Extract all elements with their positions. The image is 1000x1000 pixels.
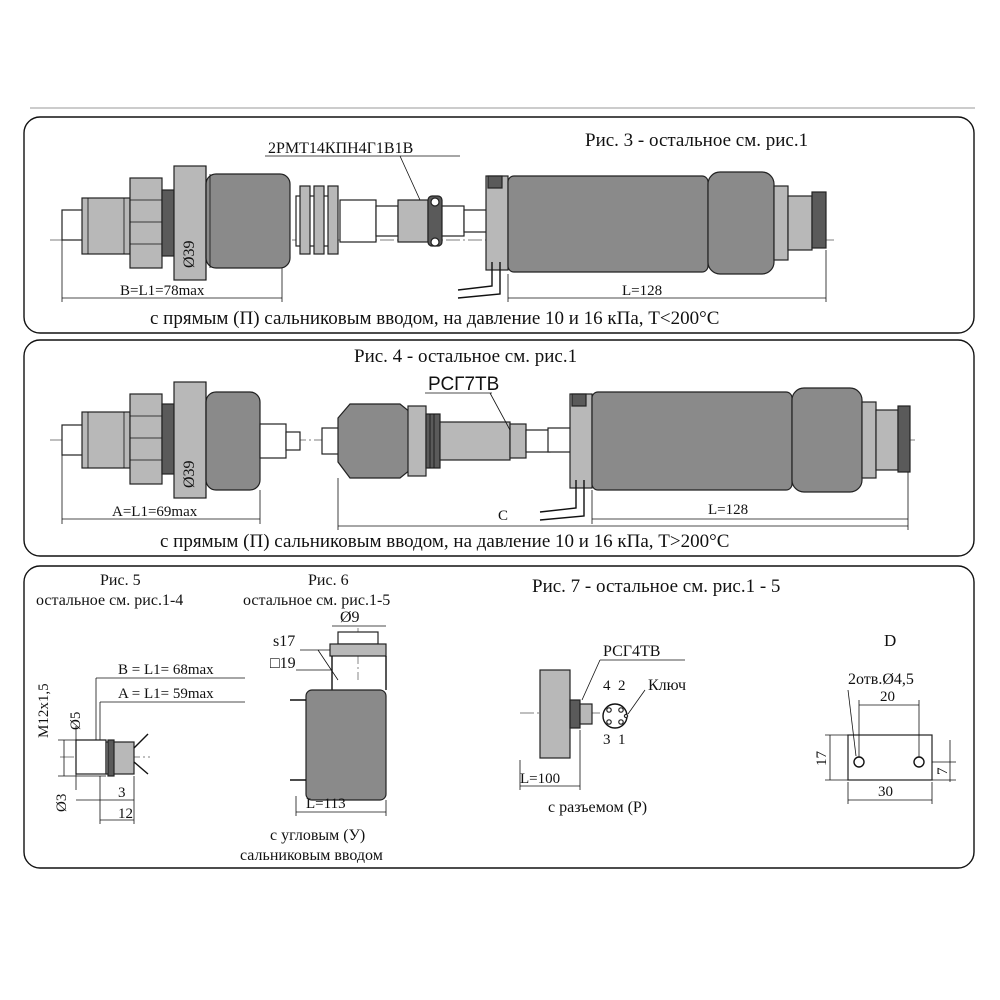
fig5-dim-a: A = L1= 59max — [118, 686, 214, 702]
fig5-dim12: 12 — [118, 806, 133, 822]
fig4-dia-label: Ø39 — [181, 460, 198, 488]
fig5-d5: Ø5 — [68, 712, 84, 730]
detail-d-drawing: D 2отв.Ø4,5 20 17 7 30 — [814, 631, 956, 804]
panel-frame — [23, 565, 975, 869]
fig5-drawing: Рис. 5 остальное см. рис.1-4 M12x1,5 Ø5 … — [36, 572, 245, 824]
fig3-dia-label: Ø39 — [181, 240, 198, 268]
panel-frame — [23, 339, 975, 557]
fig4-dim-a: A=L1=69max — [112, 504, 198, 520]
fig4-caption: с прямым (П) сальниковым вводом, на давл… — [160, 531, 729, 552]
fig5-dim-b: B = L1= 68max — [118, 662, 214, 678]
detail-d-dim7: 7 — [935, 767, 951, 775]
fig7-drawing: Рис. 7 - остальное см. рис.1 - 5 РСГ4ТВ … — [519, 576, 780, 816]
fig3-dim-l: L=128 — [622, 283, 662, 299]
fig6-title2: остальное см. рис.1-5 — [243, 592, 390, 609]
panel-fig5-7: Рис. 5 остальное см. рис.1-4 M12x1,5 Ø5 … — [23, 565, 975, 869]
fig6-dim-l: L=113 — [306, 796, 346, 812]
fig3-dim-b: B=L1=78max — [120, 283, 205, 299]
fig6-d9: Ø9 — [340, 609, 360, 626]
panel-fig4: Рис. 4 - остальное см. рис.1 РСГ7ТВ Ø39 … — [23, 339, 975, 557]
fig7-dim-l: L=100 — [520, 771, 560, 787]
fig6-sq19: □19 — [270, 655, 296, 672]
detail-d-title: D — [884, 631, 896, 650]
fig5-d3: Ø3 — [54, 794, 70, 812]
fig6-drawing: Рис. 6 остальное см. рис.1-5 Ø9 s17 □19 … — [240, 572, 390, 864]
fig4-dim-c: C — [498, 508, 508, 524]
fig5-title1: Рис. 5 — [100, 572, 141, 589]
fig5-dim3: 3 — [118, 785, 126, 801]
fig6-title1: Рис. 6 — [308, 572, 349, 589]
fig3-caption: с прямым (П) сальниковым вводом, на давл… — [150, 308, 719, 329]
panel-frame — [23, 116, 975, 334]
fig5-title2: остальное см. рис.1-4 — [36, 592, 183, 609]
detail-d-dim20: 20 — [880, 689, 895, 705]
fig7-key-label: Ключ — [648, 677, 686, 694]
fig6-caption2: сальниковым вводом — [240, 847, 383, 864]
panel-fig3: 2РМТ14КПН4Г1В1В Рис. 3 - остальное см. р… — [23, 116, 975, 334]
fig5-thread: M12x1,5 — [36, 683, 52, 738]
fig3-title: Рис. 3 - остальное см. рис.1 — [585, 130, 808, 151]
fig7-pins-bottom: 3 1 — [603, 732, 626, 748]
fig4-title: Рис. 4 - остальное см. рис.1 — [354, 346, 577, 367]
fig4-connector-label: РСГ7ТВ — [428, 374, 499, 395]
detail-d-dim30: 30 — [878, 784, 893, 800]
fig7-pins-top: 4 2 — [603, 678, 626, 694]
fig4-dim-l: L=128 — [708, 502, 748, 518]
detail-d-dim17: 17 — [814, 751, 830, 767]
fig3-connector-label: 2РМТ14КПН4Г1В1В — [268, 140, 413, 157]
detail-d-holes: 2отв.Ø4,5 — [848, 671, 914, 688]
fig7-title: Рис. 7 - остальное см. рис.1 - 5 — [532, 576, 780, 597]
fig7-connector-label: РСГ4ТВ — [603, 643, 660, 660]
fig6-s17: s17 — [273, 633, 295, 650]
fig6-caption1: с угловым (У) — [270, 827, 365, 844]
fig7-caption: с разъемом (Р) — [548, 799, 647, 816]
